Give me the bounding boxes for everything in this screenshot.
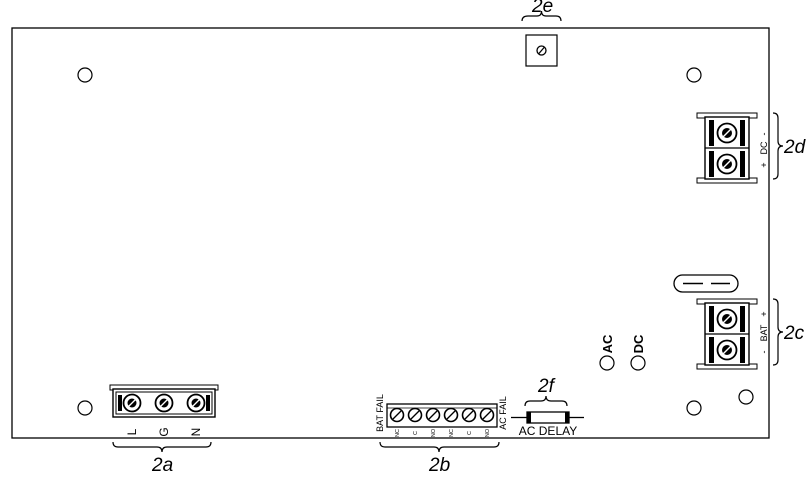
callout-bracket-2a [112,441,212,453]
ac-fail-label: AC FAIL [498,396,508,430]
mounting-hole-bottom-left [77,400,93,416]
relay-screw-slot-2 [410,410,420,420]
callout-2b: 2b [428,455,450,476]
relay-screw-slot-5 [464,410,474,420]
dc-led-label: DC [631,334,646,353]
bat-minus-label: - [759,351,769,354]
circuit-board [11,27,770,439]
callout-bracket-2c [772,298,784,366]
dc-led [630,355,646,371]
relay-contact-label-6: NO [485,428,491,437]
callout-2d: 2d [783,137,807,158]
ac-input-label-l: L [125,428,139,435]
relay-contact-label-5: C [467,431,473,435]
relay-contact-label-3: NO [431,428,437,437]
callout-2a: 2a [151,455,173,476]
relay-contact-labels: NC C NO NC C NO [395,428,491,437]
dc-terminal-block[interactable] [696,112,758,184]
relay-terminal-strip[interactable] [386,403,498,428]
callout-bracket-2e [521,10,562,22]
potentiometer[interactable] [525,34,558,67]
relay-contact-label-1: NC [395,429,401,437]
relay-screw-slot-6 [482,410,492,420]
callout-2e: 2e [531,0,553,17]
dc-minus-label: - [759,133,769,136]
relay-screws [389,407,495,423]
bat-plus-label: + [759,311,769,316]
battery-terminal-block[interactable] [696,298,758,370]
ac-input-label-n: N [189,428,203,437]
callout-bracket-2d [772,112,784,180]
bat-label: BAT [759,324,769,341]
callout-bracket-2b [379,441,500,453]
callout-2f: 2f [537,376,556,397]
mounting-hole-top-left [77,67,93,83]
relay-contact-label-4: NC [449,429,455,437]
ac-input-label-g: G [157,427,171,436]
bat-fail-label: BAT FAIL [375,394,385,432]
relay-screw-slot-4 [446,410,456,420]
ac-led [599,355,615,371]
battery-fuse[interactable] [673,274,739,293]
relay-screw-slot-1 [392,410,402,420]
mounting-hole-top-right [686,67,702,83]
dc-label: DC [759,141,769,154]
callout-2c: 2c [783,323,805,344]
ac-led-label: AC [600,334,615,353]
relay-screw-slot-3 [428,410,438,420]
mounting-hole-battery [738,389,754,405]
ac-delay-jumper[interactable] [511,411,584,424]
mounting-hole-bottom-right [686,400,702,416]
relay-contact-label-2: C [413,431,419,435]
ac-delay-label: AC DELAY [519,424,577,438]
dc-plus-label: + [759,162,769,167]
ac-input-terminal-block[interactable] [109,384,219,418]
callout-bracket-2f [524,395,568,407]
